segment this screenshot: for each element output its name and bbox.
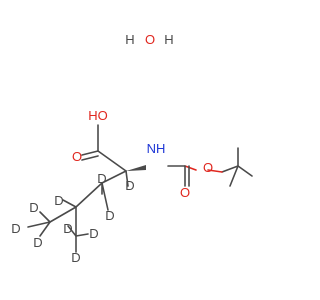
bond-gamma-to-d — [62, 199, 77, 208]
deuterium-beta-top-label: D — [97, 171, 106, 186]
deuterium-alpha-label: D — [125, 178, 134, 193]
deuterium-gamma-label: D — [54, 193, 63, 208]
bond-tbutyl-quaternary-right — [237, 165, 253, 177]
deuterium-methyl1-left-label: D — [11, 221, 20, 236]
bond-gamma-to-methyl1 — [49, 206, 77, 223]
carboxyl-carbonyl-oxygen-label: O — [72, 149, 82, 164]
deuterium-methyl1-bottom-label: D — [33, 235, 42, 250]
wedge-bond-alpha-nh — [126, 165, 146, 171]
water-oxygen-label: O — [145, 32, 155, 47]
bond-alpha-to-carboxyl — [97, 150, 127, 172]
ester-oxygen-label: O — [203, 160, 213, 175]
deuterium-methyl2-right-label: D — [89, 226, 98, 241]
molecule-structure: H O H HO O NH O O D D D D D D D D D D — [11, 32, 253, 265]
bond-methyl1-to-d-top — [39, 211, 51, 223]
bond-methyl1-to-d-left — [27, 221, 51, 228]
deuterium-methyl1-top-label: D — [29, 200, 38, 215]
deuterium-methyl2-bottom-label: D — [71, 250, 80, 265]
bond-methyl2-to-d-left — [67, 225, 77, 237]
deuterium-beta-bottom-label: D — [105, 208, 114, 223]
bond-methyl2-to-d-right — [75, 233, 89, 237]
bond-ester-o-carbamate — [184, 165, 197, 171]
bond-alpha-to-beta — [101, 170, 127, 184]
bond-carboxyl-double-2 — [81, 155, 99, 161]
bond-beta-to-d-bottom — [101, 182, 109, 211]
bond-alpha-to-d — [125, 170, 129, 187]
bond-tbutyl-quaternary-bottom — [229, 165, 239, 187]
bond-ester-o-tbutyl — [207, 169, 223, 173]
deuterium-methyl2-left-label: D — [63, 221, 72, 236]
amide-nh-label: NH — [147, 141, 166, 156]
carboxylic-oh-label: HO — [88, 108, 108, 123]
bond-carboxyl-double-1 — [81, 150, 99, 156]
water-hydrogen-right-label: H — [164, 32, 173, 47]
bond-beta-to-gamma — [75, 182, 103, 208]
bond-tbutyl-quaternary-left — [221, 165, 239, 173]
atom-labels: H O H HO O NH O O D D D D D D D D D D — [11, 32, 213, 265]
bond-methyl1-to-d-bottom — [39, 221, 51, 237]
water-hydrogen-left-label: H — [125, 32, 134, 47]
boc-carbonyl-oxygen-label: O — [180, 185, 190, 200]
bonds — [27, 124, 253, 253]
